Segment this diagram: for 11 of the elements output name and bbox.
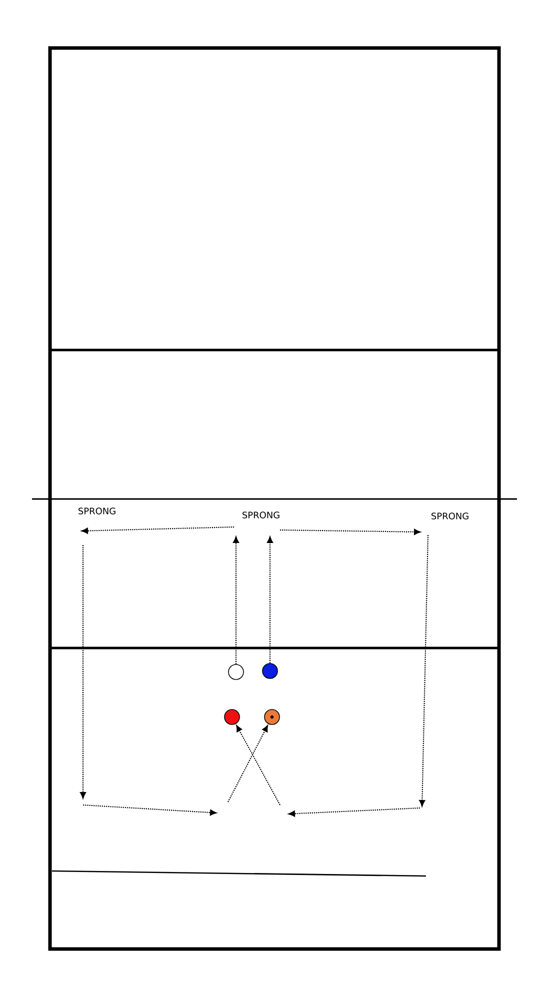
player-marker <box>264 709 280 725</box>
action-label: SPRONG <box>242 512 280 518</box>
movement-arrow <box>267 536 273 664</box>
player-marker <box>262 663 278 679</box>
action-label: SPRONG <box>432 512 468 520</box>
movement-arrow <box>232 536 240 664</box>
player-marker <box>224 709 240 725</box>
movement-arrow <box>236 725 280 806</box>
action-label: SPRONG <box>78 508 116 514</box>
player-marker <box>228 664 244 680</box>
movement-arrow <box>228 725 268 802</box>
